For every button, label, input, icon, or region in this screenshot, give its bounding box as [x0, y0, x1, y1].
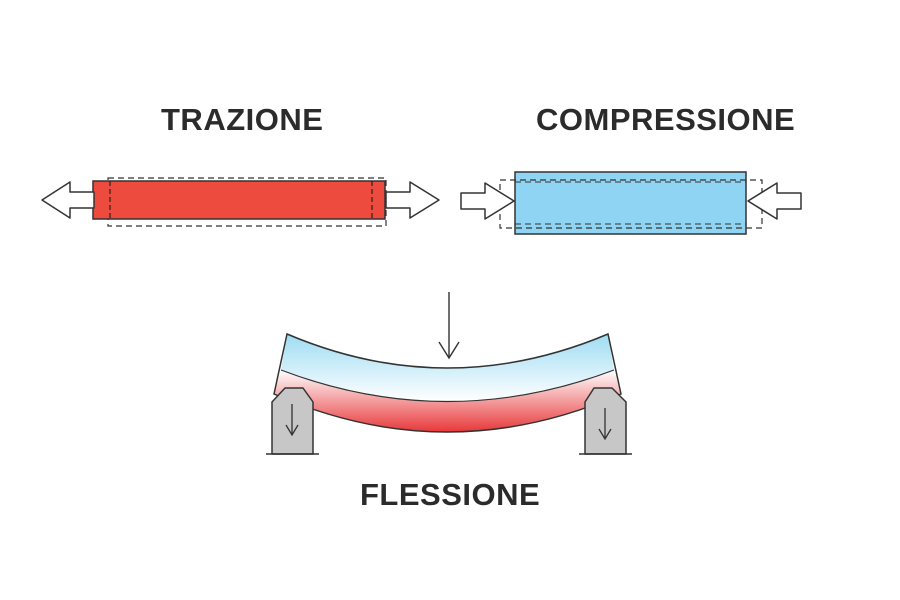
beam-upper-half [281, 334, 614, 402]
compression-group [460, 171, 802, 235]
compression-title: COMPRESSIONE [536, 102, 796, 137]
tension-right-arrow-icon [385, 181, 440, 219]
bending-title: FLESSIONE [360, 477, 541, 512]
load-arrow-icon [438, 341, 460, 360]
beam-lower-half [274, 370, 621, 432]
compression-left-arrow-icon [460, 182, 515, 220]
left-support-arrow-icon [285, 424, 299, 437]
beam-neutral-axis [280, 369, 615, 403]
tension-group [41, 177, 440, 227]
compression-right-arrow-icon [747, 182, 802, 220]
tension-title: TRAZIONE [161, 102, 324, 137]
tension-bar [92, 180, 386, 220]
tension-left-arrow-icon [41, 181, 95, 219]
bending-group [266, 292, 632, 455]
compression-bar [514, 171, 747, 235]
beam-outline [273, 332, 622, 433]
right-support-arrow-icon [598, 428, 612, 441]
